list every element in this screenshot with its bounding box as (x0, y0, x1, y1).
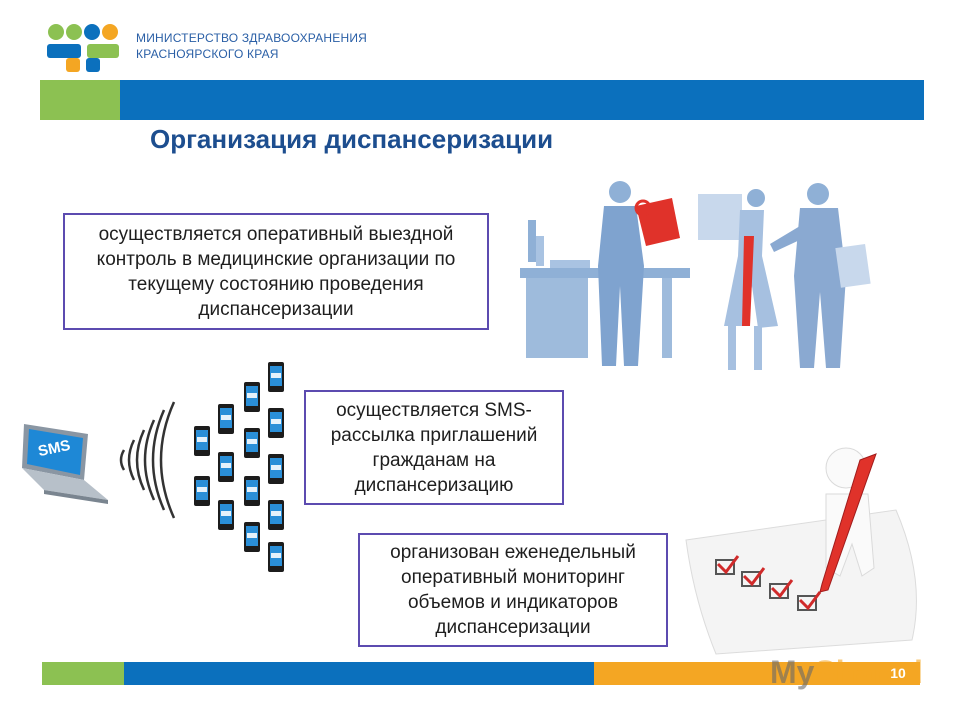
watermark-prefix: My (770, 654, 815, 690)
info-box-sms: осуществляется SMS-рассылка приглашений … (304, 390, 564, 505)
phone-grid (194, 362, 284, 572)
top-bar-blue (120, 80, 924, 120)
bottom-bar-green (42, 662, 124, 685)
info-box-monitoring: организован еженедельный оперативный мон… (358, 533, 668, 647)
org-name-line2: КРАСНОЯРСКОГО КРАЯ (136, 47, 279, 61)
top-bar-green (40, 80, 120, 120)
ministry-logo-icon (47, 24, 119, 72)
slide-title: Организация диспансеризации (150, 124, 554, 154)
signal-waves-icon (119, 401, 176, 519)
bottom-bar-orange (594, 662, 920, 685)
page-number: 10 (890, 665, 906, 681)
checklist-pencil-illustration (685, 447, 917, 655)
laptop-sms-icon (22, 424, 108, 504)
office-people-illustration (520, 181, 871, 370)
org-name-line1: МИНИСТЕРСТВО ЗДРАВООХРАНЕНИЯ (136, 31, 368, 45)
bottom-bar-blue (124, 662, 594, 685)
org-name: МИНИСТЕРСТВО ЗДРАВООХРАНЕНИЯ КРАСНОЯРСКО… (136, 30, 367, 62)
info-box-control: осуществляется оперативный выездной конт… (63, 213, 489, 330)
watermark: MyShared (770, 654, 923, 691)
watermark-suffix: Shared (814, 654, 923, 690)
